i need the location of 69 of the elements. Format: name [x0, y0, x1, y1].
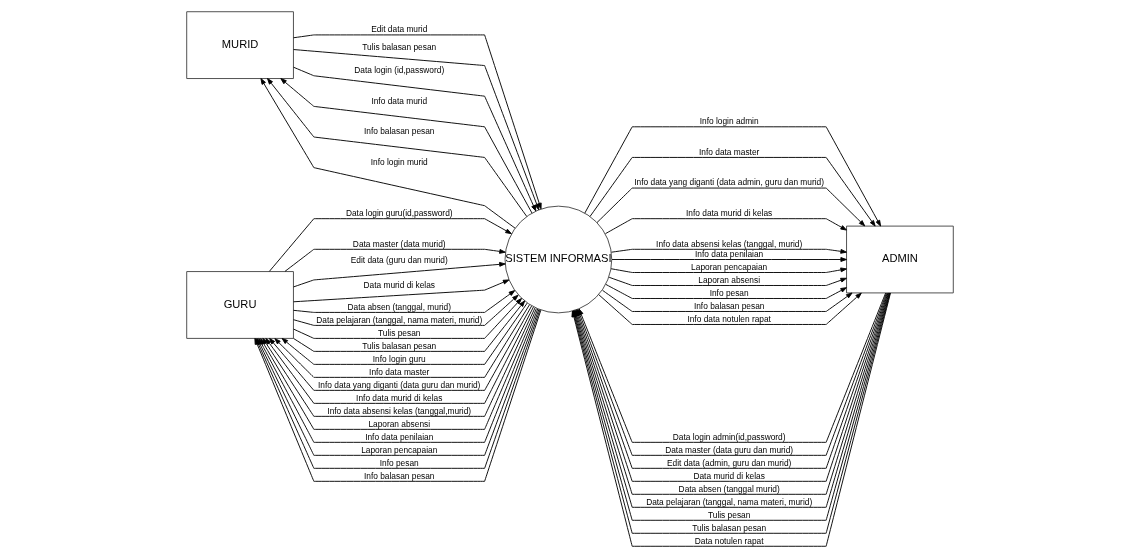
edge-label: Info data master [369, 366, 430, 377]
edge-label: Info data murid [371, 95, 428, 106]
edge-label: Info data penilaian [365, 431, 434, 442]
edge-label: Tulis pesan [378, 327, 421, 338]
edge-label: Data login guru(id,password) [345, 208, 453, 219]
edge-label: Info pesan [709, 287, 749, 298]
edge-label: Data master (data murid) [352, 238, 446, 249]
edge-label: Tulis balasan pesan [362, 340, 437, 351]
edge-label: Laporan pencapaian [361, 444, 438, 455]
arrow [274, 304, 530, 378]
edge-label: Data pelajaran (tanggal, nama materi, murid) [646, 496, 813, 507]
arrow [284, 248, 506, 272]
edge-label: Data absen (tanggal murid) [678, 483, 780, 494]
node-box: MURID [186, 11, 294, 79]
arrow [293, 300, 526, 352]
arrow [269, 305, 533, 391]
edge-label: Info data yang diganti (data guru dan murid) [318, 379, 481, 390]
edge-label: Info pesan [379, 457, 419, 468]
edge-label: Edit data murid [371, 24, 428, 35]
node-box: GURU [186, 271, 294, 339]
arrow [293, 298, 522, 339]
edge-label: Info login admin [699, 116, 759, 127]
edge-label: Info data master [699, 146, 760, 157]
arrow [605, 218, 847, 235]
edge-label: Info login guru [372, 353, 426, 364]
edge-label: Data notulen rapat [694, 535, 764, 546]
arrow [611, 248, 847, 254]
edge-label: Data murid di kelas [693, 470, 765, 481]
edge-label: Tulis balasan pesan [692, 522, 767, 533]
edge-label: Laporan absensi [698, 274, 761, 285]
edge-label: Info data yang diganti (data admin, guru dan murid) [634, 177, 825, 188]
edge-label: Info data murid di kelas [356, 392, 443, 403]
edge-label: Edit data (admin, guru dan murid) [667, 457, 792, 468]
arrow [598, 292, 862, 325]
arrow [293, 261, 506, 288]
edge-label: Info balasan pesan [693, 300, 765, 311]
edge-label: Data master (data guru dan murid) [665, 444, 794, 455]
edge-label: Info balasan pesan [363, 126, 435, 137]
edge-label: Data absen (tanggal, murid) [347, 301, 451, 312]
edge-label: Tulis balasan pesan [362, 41, 437, 52]
node-box: ADMIN [846, 225, 954, 294]
arrow [293, 294, 519, 326]
edge-label: Info data absensi kelas (tanggal, murid) [656, 238, 803, 249]
arrow [605, 283, 847, 299]
arrow [610, 267, 847, 273]
edge-label: Laporan pencapaian [691, 261, 768, 272]
edge-label: Tulis pesan [707, 509, 751, 520]
arrow [608, 276, 847, 286]
arrow [602, 289, 853, 312]
arrow [596, 187, 866, 227]
edge-label: Info login murid [370, 157, 428, 168]
edge-label: Edit data (guru dan murid) [350, 255, 448, 266]
edge-label: Info data penilaian [695, 248, 764, 259]
arrow [268, 218, 512, 272]
edge-label: Data pelajaran (tanggal, nama materi, murid) [316, 314, 483, 325]
edge-label: Data login admin(id,password) [672, 431, 786, 442]
edge-label: Laporan absensi [368, 418, 431, 429]
arrow [293, 279, 510, 303]
edge-label: Data login (id,password) [354, 65, 445, 76]
edge-label: Data murid di kelas [363, 279, 435, 290]
arrow [611, 257, 847, 262]
edge-label: Info data murid di kelas [686, 208, 773, 219]
arrow [293, 290, 516, 313]
arrow [589, 156, 876, 227]
arrow [584, 126, 882, 227]
edge-label: Info data notulen rapat [687, 313, 771, 324]
edge-label: Info data absensi kelas (tanggal,murid) [327, 405, 472, 416]
arrow [281, 302, 528, 365]
edge-label: Info balasan pesan [363, 470, 435, 481]
